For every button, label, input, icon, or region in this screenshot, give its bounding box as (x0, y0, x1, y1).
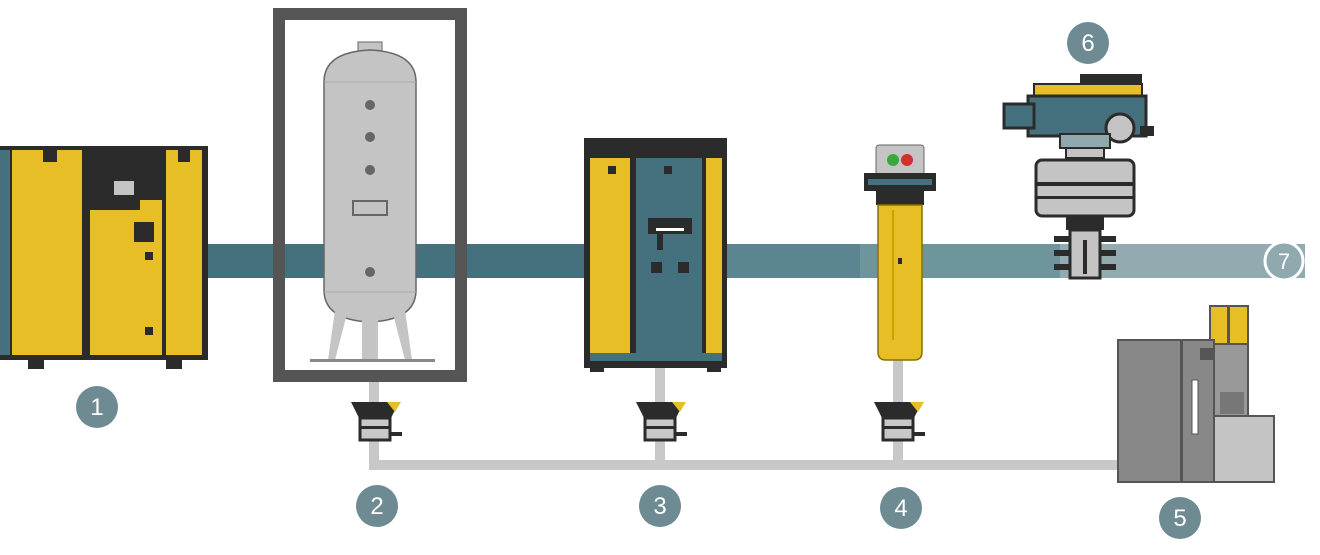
badge-4: 4 (880, 487, 922, 529)
compressor-unit (0, 146, 208, 369)
refrigeration-dryer (584, 138, 727, 372)
air-receiver (273, 8, 467, 382)
badge-label: 6 (1081, 30, 1094, 57)
badge-label: 1 (90, 394, 103, 421)
filter-unit (864, 144, 936, 361)
pneumatic-consumer (1002, 74, 1154, 280)
badge-2: 2 (356, 485, 398, 527)
badge-7: 7 (1263, 240, 1305, 282)
badge-6: 6 (1067, 22, 1109, 64)
badge-label: 4 (894, 495, 907, 522)
condensate-drain-4 (874, 402, 925, 442)
condensate-treatment-unit (1117, 305, 1275, 483)
condensate-drain-2 (351, 402, 402, 442)
badge-1: 1 (76, 386, 118, 428)
badge-label: 5 (1173, 505, 1186, 532)
condensate-line (369, 355, 1121, 470)
condensate-drain-3 (636, 402, 687, 442)
badge-label: 2 (370, 493, 383, 520)
badge-3: 3 (639, 485, 681, 527)
badge-label: 7 (1278, 249, 1290, 274)
badge-label: 3 (653, 493, 666, 520)
badge-5: 5 (1159, 497, 1201, 539)
